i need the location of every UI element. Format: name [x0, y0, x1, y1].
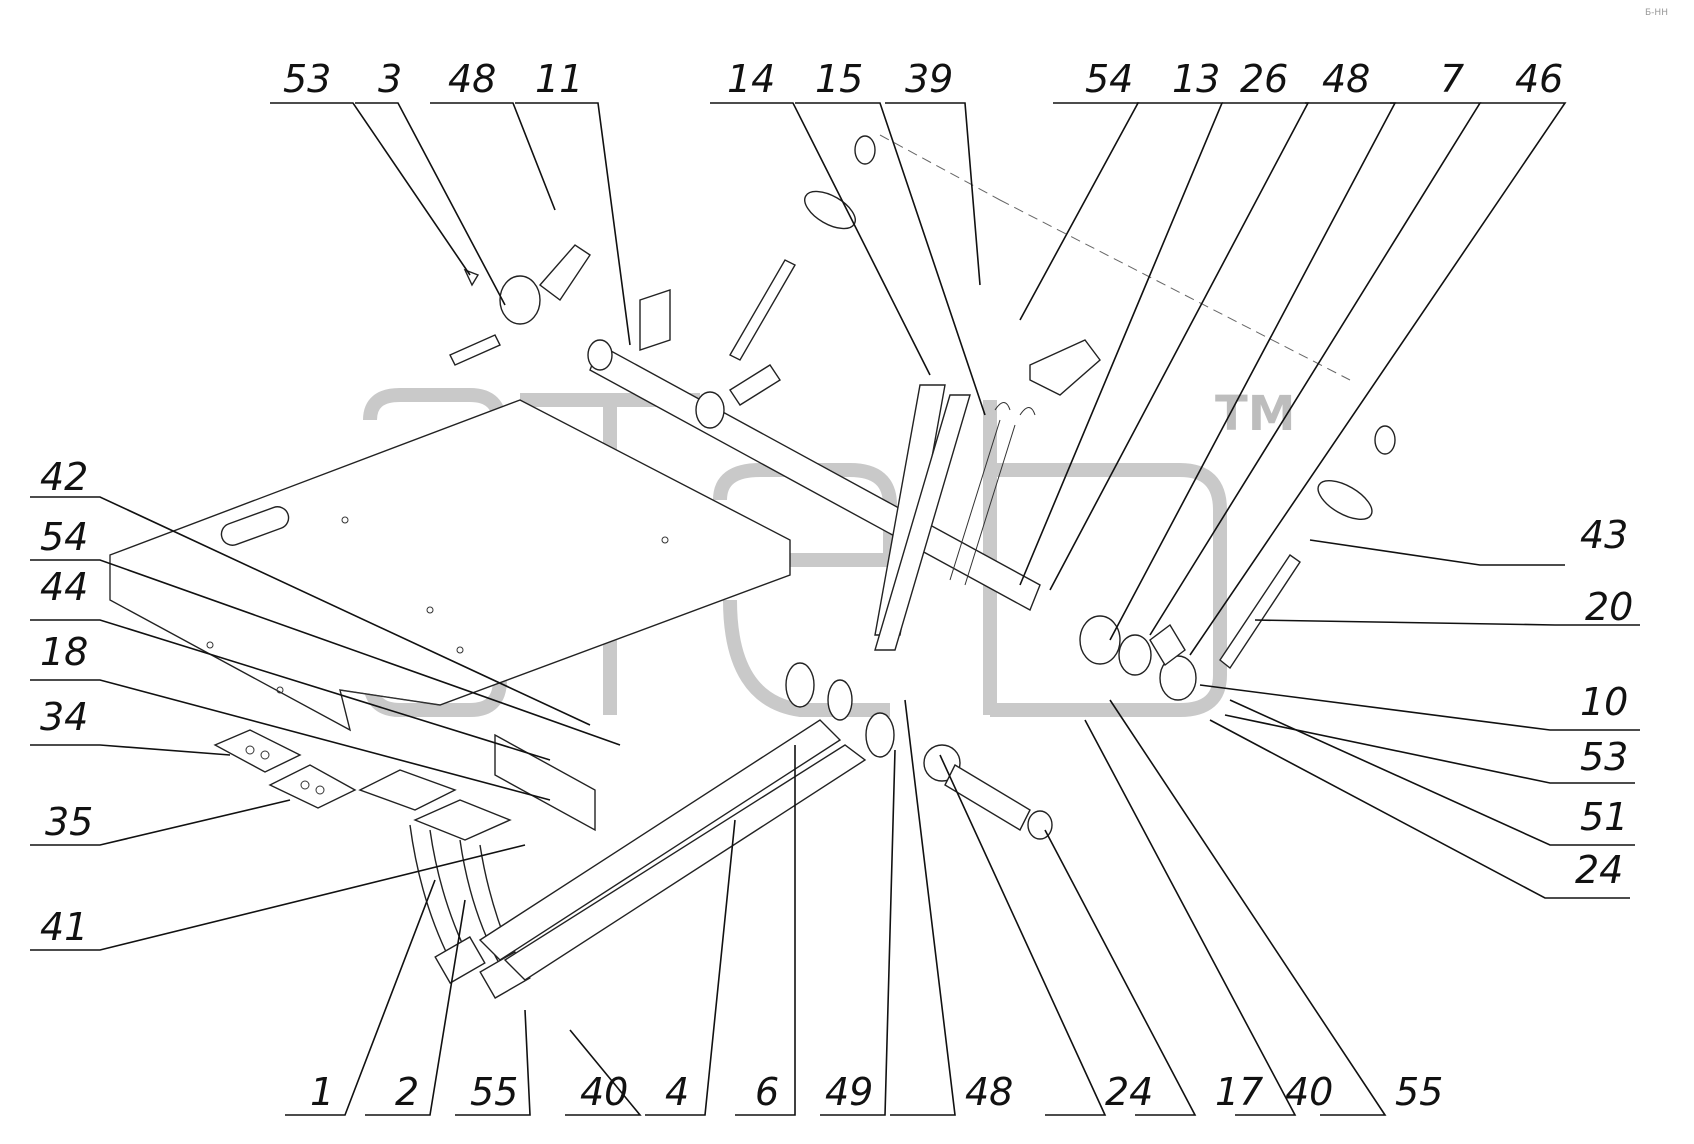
callout-label: 14	[727, 57, 775, 101]
left-coupler	[449, 244, 591, 366]
callouts-left: 42 54 44 18 34 35 41	[40, 455, 93, 949]
floor-plate	[109, 399, 791, 732]
callout-label: 44	[40, 565, 88, 609]
callout-label: 15	[815, 57, 863, 101]
callouts-top: 53 3 48 11 14 15 39 54 13 26 48 7 46	[283, 57, 1563, 101]
callout-label: 11	[535, 57, 583, 101]
callout-label: 55	[1395, 1070, 1443, 1114]
callout-label: 53	[1580, 735, 1628, 779]
callout-label: 54	[1085, 57, 1133, 101]
callout-label: 48	[448, 57, 496, 101]
callout-label: 41	[40, 905, 88, 949]
callouts-right: 43 20 10 53 51 24	[1575, 513, 1633, 892]
callout-label: 43	[1580, 513, 1628, 557]
callout-label: 35	[45, 800, 93, 844]
pedal-pads	[213, 729, 357, 809]
pedals	[358, 769, 531, 999]
callout-label: 53	[283, 57, 331, 101]
springs	[874, 384, 1036, 651]
leader-lines	[30, 102, 1640, 1116]
callout-label: 1	[310, 1070, 334, 1114]
callout-label: 18	[40, 630, 88, 674]
upper-shaft	[587, 289, 1041, 611]
callout-label: 17	[1215, 1070, 1263, 1114]
callout-label: 42	[40, 455, 88, 499]
callout-label: 46	[1515, 57, 1563, 101]
bracket-13	[1029, 339, 1101, 396]
trademark-label: TM	[1215, 386, 1296, 442]
lower-shaft-assembly	[478, 662, 1053, 981]
top-rod	[729, 134, 1351, 381]
callout-label: 49	[825, 1070, 873, 1114]
callout-label: 10	[1580, 680, 1628, 724]
callout-label: 24	[1105, 1070, 1153, 1114]
callout-label: 13	[1172, 57, 1220, 101]
callout-label: 6	[755, 1070, 779, 1114]
corner-mark: Б-НН	[1645, 8, 1668, 18]
callout-label: 3	[378, 57, 402, 101]
right-coupler	[1079, 615, 1197, 701]
callout-label: 34	[40, 695, 88, 739]
right-rod	[1219, 425, 1396, 670]
callouts-bottom: 1 2 55 40 4 6 49 48 24 17 40 55	[310, 1070, 1443, 1114]
bracket	[494, 733, 596, 832]
callout-label: 54	[40, 515, 88, 559]
callout-label: 55	[470, 1070, 518, 1114]
callout-label: 40	[1285, 1070, 1333, 1114]
callout-label: 48	[965, 1070, 1013, 1114]
callout-label: 40	[580, 1070, 628, 1114]
callout-label: 20	[1585, 585, 1633, 629]
callout-label: 2	[395, 1070, 419, 1114]
callout-label: 24	[1575, 848, 1623, 892]
callout-label: 48	[1322, 57, 1370, 101]
callout-label: 26	[1240, 57, 1288, 101]
callout-label: 51	[1580, 795, 1628, 839]
callout-label: 39	[905, 57, 953, 101]
callout-label: 7	[1440, 57, 1464, 101]
callout-label: 4	[665, 1070, 689, 1114]
